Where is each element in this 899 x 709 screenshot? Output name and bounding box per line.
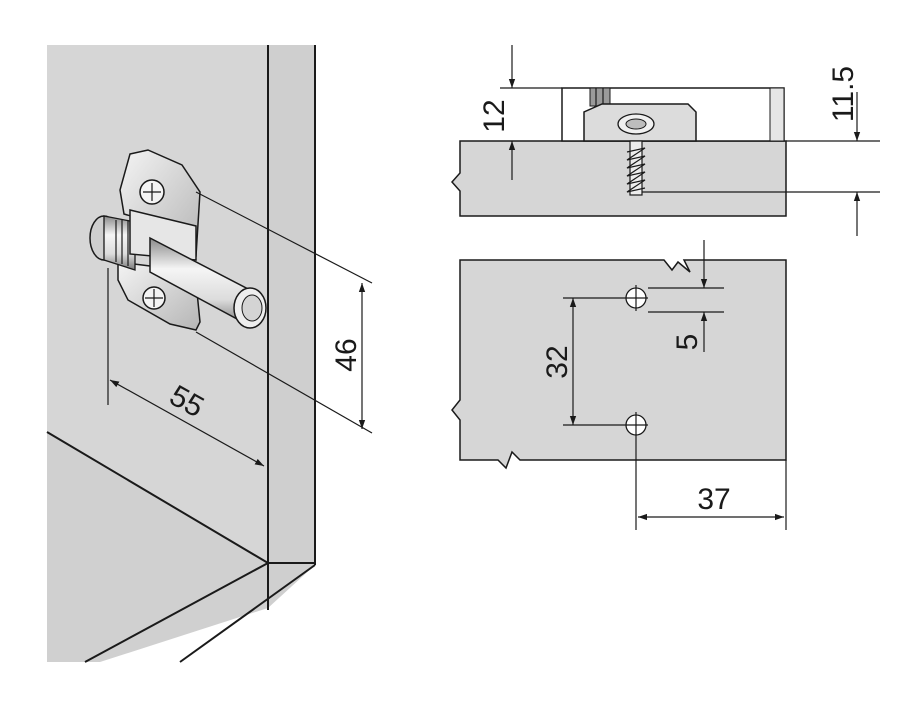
side-section-view: 12 11.5 bbox=[450, 45, 880, 236]
cabinet-front-edge bbox=[268, 45, 315, 608]
dim-label-hole-spacing: 32 bbox=[541, 345, 574, 378]
screw-bottom-icon bbox=[142, 286, 166, 310]
dim-label-hole-offset: 5 bbox=[671, 334, 704, 351]
perspective-view: 46 55 bbox=[46, 45, 373, 663]
screw-top-icon bbox=[139, 179, 165, 205]
screw-icon bbox=[626, 140, 646, 196]
bottom-diagonal-line-2 bbox=[179, 564, 316, 663]
push-latch-part bbox=[89, 149, 267, 331]
drilling-template-view: 32 5 37 bbox=[451, 240, 787, 530]
dim-label-top-offset: 12 bbox=[478, 99, 511, 132]
side-panel-section bbox=[450, 140, 787, 217]
dimension-height: 46 bbox=[195, 191, 373, 434]
dim-label-screw-length: 11.5 bbox=[827, 66, 860, 122]
dim-label-height: 46 bbox=[330, 338, 363, 371]
dim-label-edge-distance: 37 bbox=[697, 483, 730, 516]
bottom-diagonal-line bbox=[84, 562, 269, 663]
panel-front-view bbox=[451, 259, 787, 470]
cabinet-bottom-panel bbox=[47, 432, 268, 662]
